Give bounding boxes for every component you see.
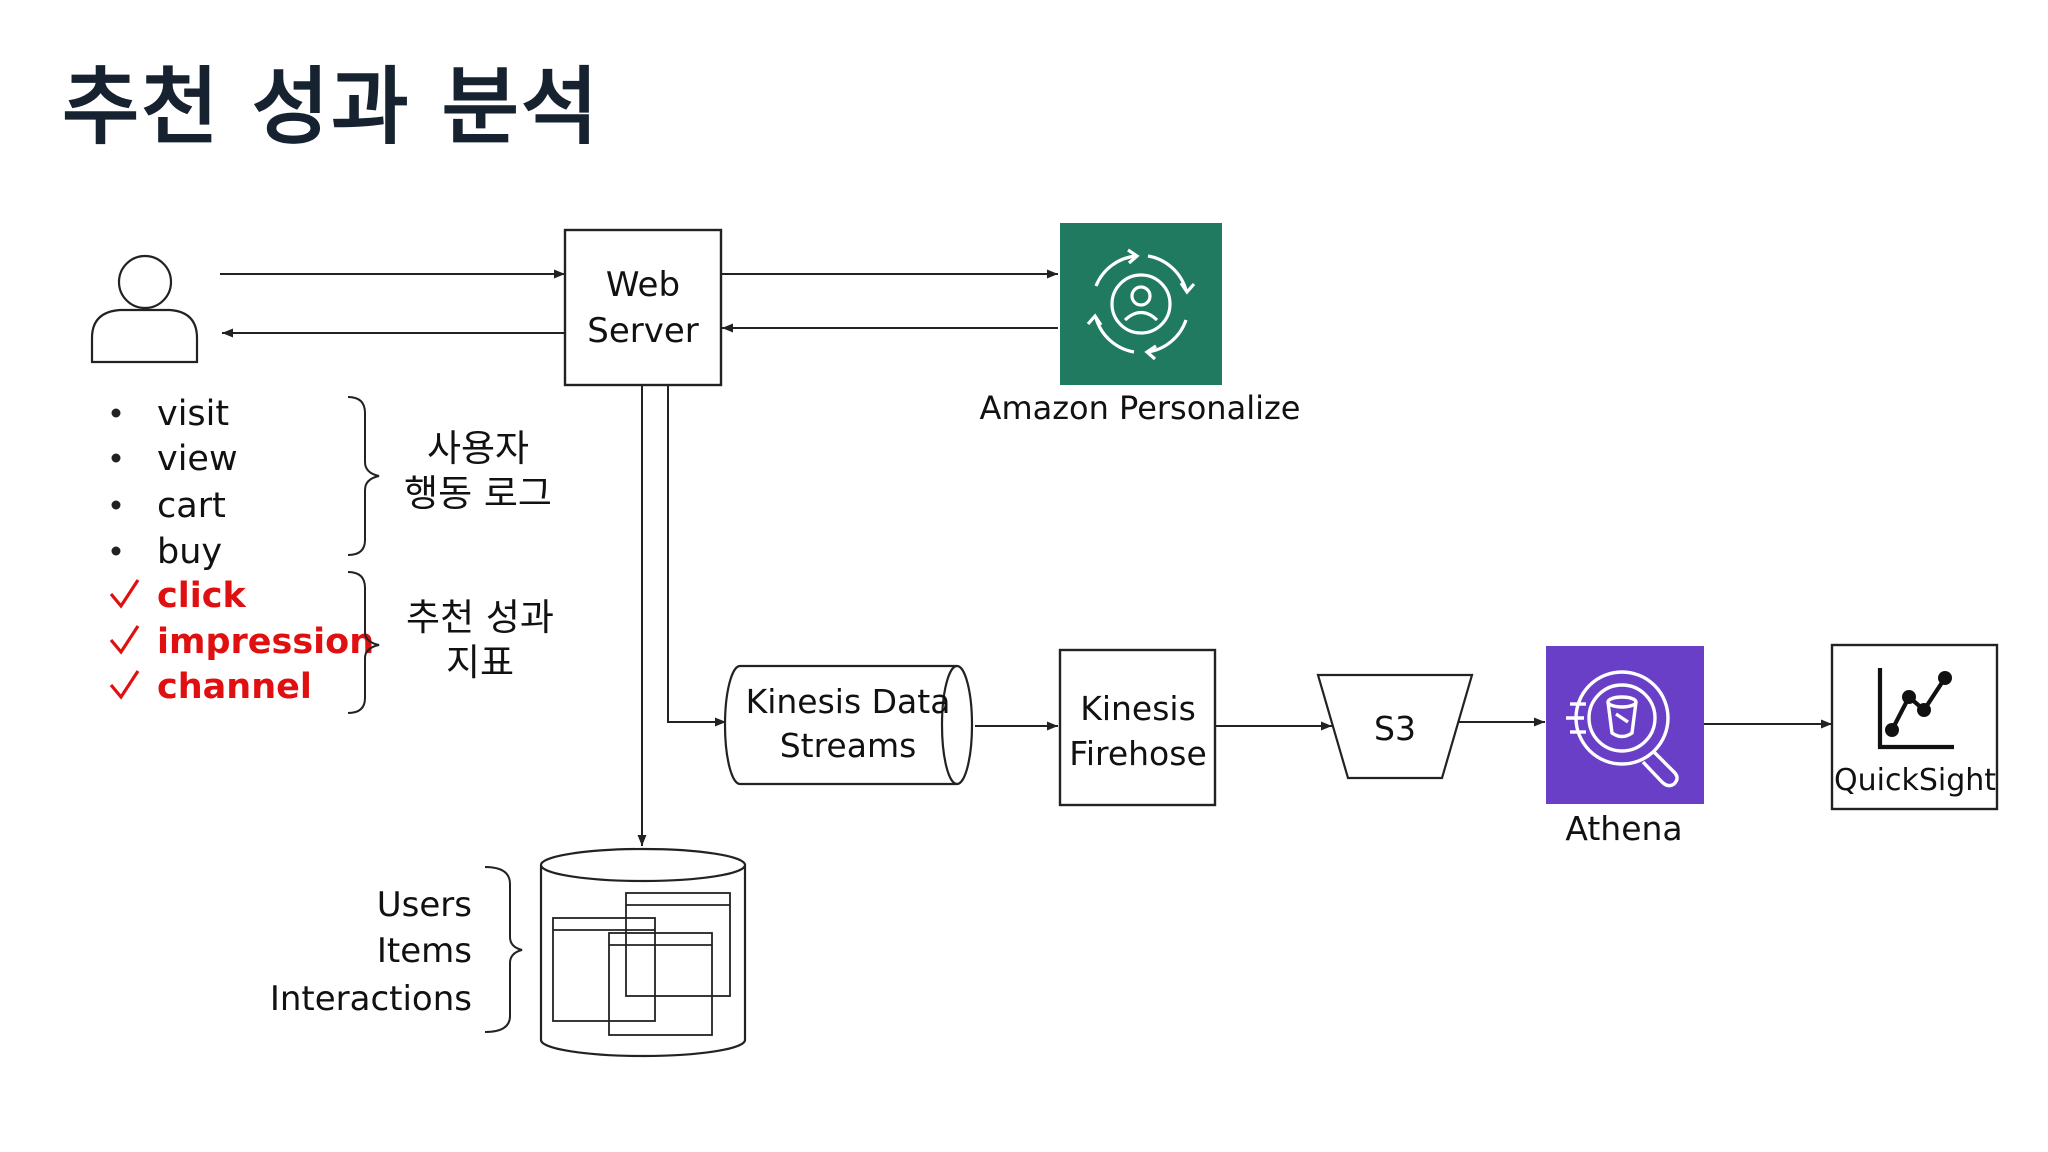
kinesis-firehose-label-line1: Kinesis — [1080, 689, 1196, 728]
quicksight-label: QuickSight — [1834, 763, 1996, 798]
athena-label: Athena — [1565, 809, 1682, 848]
check-mark-icon — [109, 625, 140, 655]
kinesis-data-streams-label-line2: Streams — [780, 726, 917, 765]
metric-list: click impression channel — [109, 576, 374, 707]
web-server-label-line2: Server — [587, 311, 699, 351]
amazon-personalize-label: Amazon Personalize — [980, 389, 1301, 427]
flow-arrows — [220, 269, 1832, 846]
behavior-list: visit view cart buy — [111, 394, 238, 572]
check-mark-icon — [109, 670, 140, 700]
list-item-highlight: click — [157, 576, 246, 616]
metric-group-label-line2: 지표 — [446, 641, 514, 684]
list-item: view — [157, 439, 238, 479]
database-table-frames — [552, 892, 731, 1036]
metric-group-label-line1: 추천 성과 — [406, 596, 554, 639]
list-item: cart — [157, 486, 226, 526]
database-label-users: Users — [377, 885, 472, 925]
kinesis-firehose-node: Kinesis Firehose — [1058, 648, 1217, 807]
quicksight-chart-points — [1885, 671, 1952, 737]
list-item: buy — [157, 532, 222, 572]
database-cylinder — [539, 847, 747, 1058]
s3-label: S3 — [1374, 709, 1416, 748]
athena-icon — [1546, 646, 1704, 804]
user-icon — [90, 254, 199, 364]
arrow-webserver-to-kinesis-streams — [667, 385, 726, 727]
amazon-personalize-node: Amazon Personalize — [980, 223, 1301, 427]
quicksight-node: QuickSight — [1830, 643, 1999, 811]
behavior-group-label-line1: 사용자 — [427, 427, 529, 470]
kinesis-data-streams-node: Kinesis Data Streams — [723, 664, 974, 786]
check-mark-icon — [109, 579, 140, 609]
database-brace — [484, 866, 523, 1033]
quicksight-chart-icon — [1877, 668, 1954, 750]
athena-glyph — [1566, 670, 1679, 788]
personalize-glyph — [1086, 248, 1196, 361]
page-title: 추천 성과 분석 — [62, 58, 601, 156]
list-item: visit — [157, 394, 229, 434]
web-server-label-line1: Web — [606, 265, 680, 305]
behavior-brace — [347, 396, 380, 556]
kinesis-data-streams-label-line1: Kinesis Data — [746, 682, 951, 721]
behavior-group-label-line2: 행동 로그 — [404, 472, 552, 515]
list-item-highlight: channel — [157, 667, 312, 707]
kinesis-firehose-label-line2: Firehose — [1069, 734, 1207, 773]
s3-node: S3 — [1316, 673, 1474, 780]
athena-node: Athena — [1546, 646, 1704, 848]
list-item-highlight: impression — [157, 622, 374, 662]
web-server-node: Web Server — [563, 228, 723, 387]
database-label-interactions: Interactions — [270, 979, 472, 1019]
database-label-items: Items — [377, 931, 472, 971]
metric-brace — [347, 571, 380, 714]
